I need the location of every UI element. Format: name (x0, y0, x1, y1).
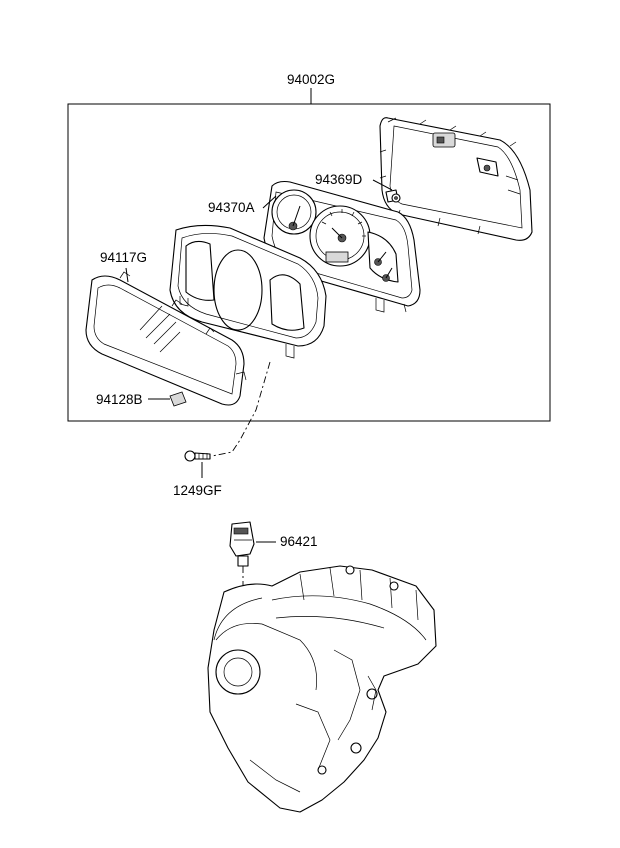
leader-94369D (372, 179, 393, 191)
rear-case[interactable] (379, 117, 533, 241)
assembly-frame (67, 103, 551, 422)
transaxle-housing[interactable] (207, 565, 437, 813)
speed-sensor[interactable] (229, 521, 255, 567)
bulb-socket[interactable] (385, 189, 401, 203)
cluster-lens[interactable] (85, 271, 247, 406)
leader-94117G (125, 267, 129, 283)
screw[interactable] (184, 450, 211, 462)
label-94002G[interactable]: 94002G (287, 72, 335, 87)
front-bezel[interactable] (169, 224, 327, 359)
label-1249GF[interactable]: 1249GF (173, 483, 222, 498)
label-94370A[interactable]: 94370A (208, 200, 255, 215)
label-96421[interactable]: 96421 (280, 534, 318, 549)
label-94117G[interactable]: 94117G (100, 250, 147, 265)
lens-clip[interactable] (169, 391, 187, 407)
leader-94370A (262, 195, 277, 209)
label-94128B[interactable]: 94128B (96, 392, 143, 407)
screw-routing-line (211, 361, 271, 457)
label-94369D[interactable]: 94369D (315, 172, 363, 187)
